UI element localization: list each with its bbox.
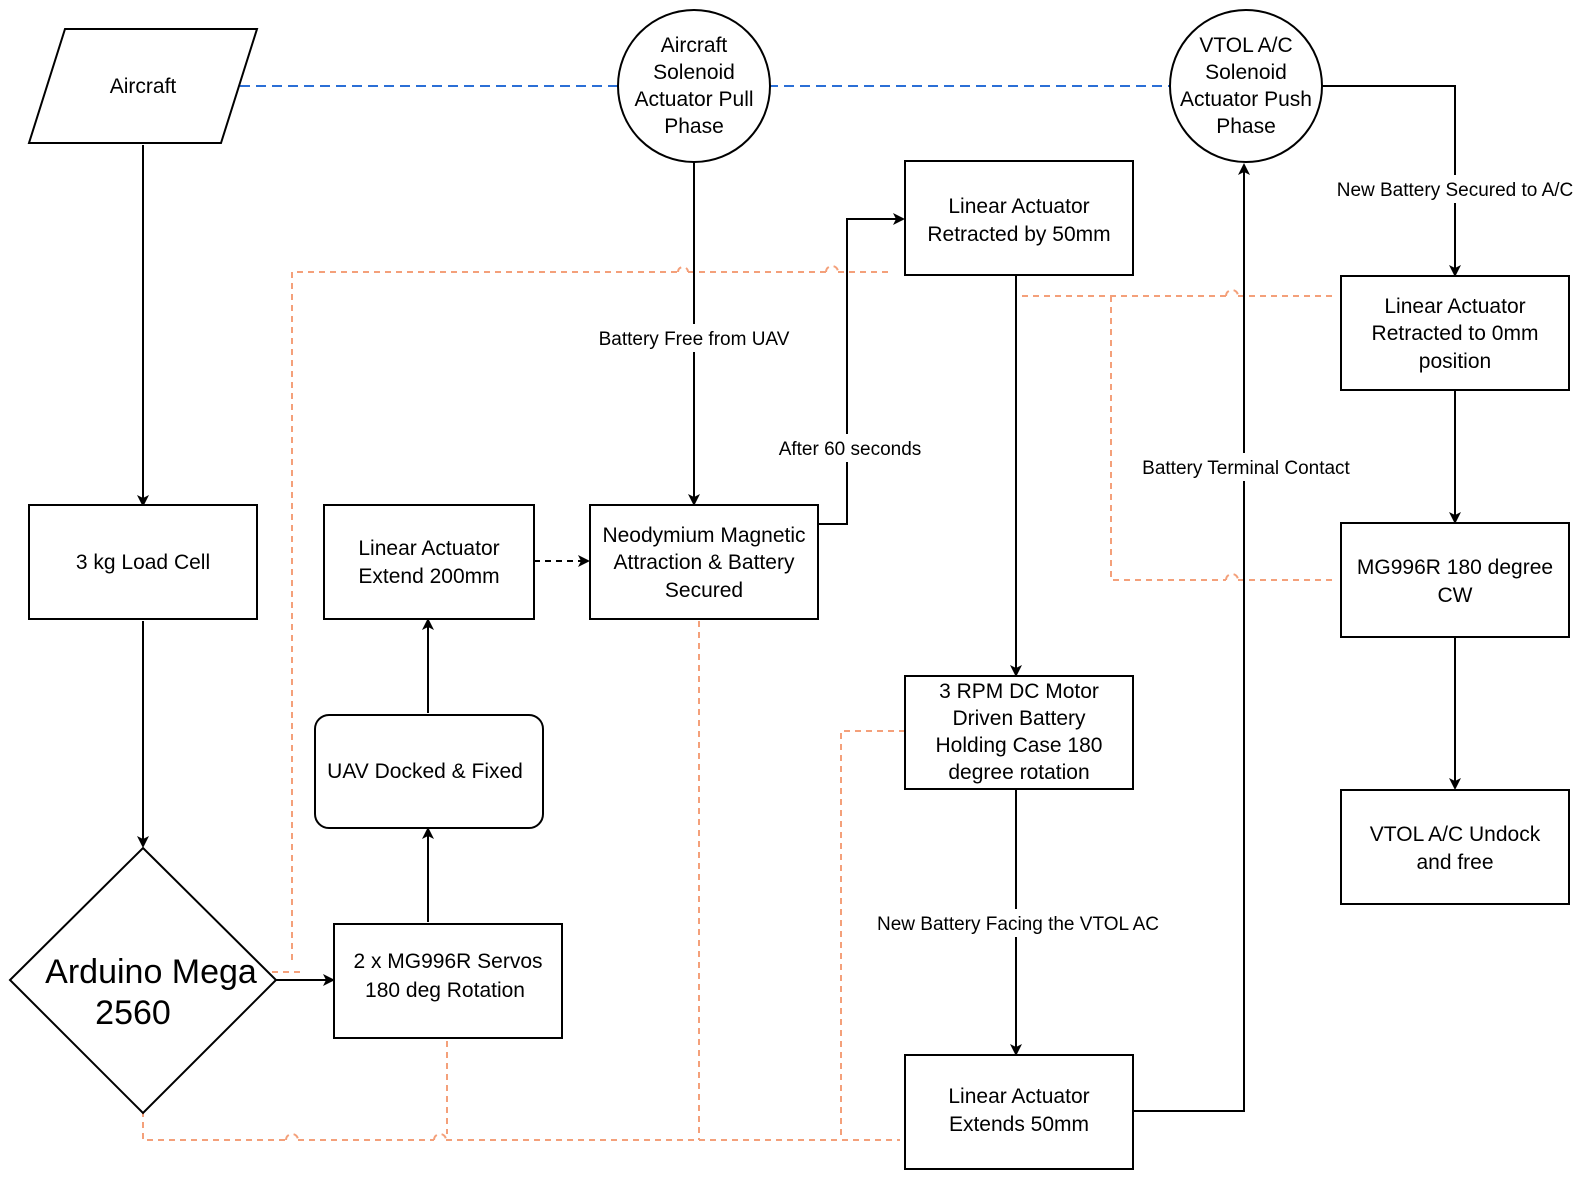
svg-text:Aircraft: Aircraft xyxy=(110,75,177,98)
svg-text:After 60 seconds: After 60 seconds xyxy=(779,439,922,460)
svg-text:MG996R 180 degree: MG996R 180 degree xyxy=(1357,556,1553,579)
svg-text:3 RPM DC Motor: 3 RPM DC Motor xyxy=(939,680,1099,703)
svg-text:VTOL A/C: VTOL A/C xyxy=(1199,34,1292,57)
control-wiring xyxy=(142,265,1336,1141)
svg-text:Solenoid: Solenoid xyxy=(653,61,735,84)
svg-text:Extends 50mm: Extends 50mm xyxy=(949,1113,1089,1136)
svg-text:Phase: Phase xyxy=(664,115,724,138)
edge-label-new-battery-secured: New Battery Secured to A/C xyxy=(1323,175,1585,203)
svg-text:3 kg Load Cell: 3 kg Load Cell xyxy=(76,551,210,574)
svg-text:New Battery Secured to A/C: New Battery Secured to A/C xyxy=(1337,180,1574,201)
svg-text:Actuator Pull: Actuator Pull xyxy=(634,88,753,111)
svg-text:Extend 200mm: Extend 200mm xyxy=(358,565,499,588)
svg-text:Linear Actuator: Linear Actuator xyxy=(358,537,499,560)
edge-extends50-to-push xyxy=(1130,163,1250,1112)
svg-text:2 x MG996R Servos: 2 x MG996R Servos xyxy=(353,950,542,973)
svg-text:CW: CW xyxy=(1438,584,1473,607)
svg-text:Neodymium Magnetic: Neodymium Magnetic xyxy=(602,524,805,547)
svg-text:Linear Actuator: Linear Actuator xyxy=(948,195,1089,218)
edge-label-battery-terminal: Battery Terminal Contact xyxy=(1132,453,1360,481)
svg-text:Retracted to 0mm: Retracted to 0mm xyxy=(1372,322,1539,345)
edge-label-after-60: After 60 seconds xyxy=(770,434,928,462)
svg-text:Solenoid: Solenoid xyxy=(1205,61,1287,84)
edge-neodymium-to-retracted50 xyxy=(818,213,905,525)
node-dc-motor: 3 RPM DC Motor Driven Battery Holding Ca… xyxy=(904,675,1134,790)
svg-text:Linear Actuator: Linear Actuator xyxy=(948,1085,1089,1108)
svg-text:Battery Terminal Contact: Battery Terminal Contact xyxy=(1142,458,1350,479)
node-load-cell: 3 kg Load Cell xyxy=(28,504,258,620)
node-servos: 2 x MG996R Servos 180 deg Rotation xyxy=(333,923,563,1039)
svg-text:Attraction & Battery: Attraction & Battery xyxy=(614,551,795,574)
svg-text:Actuator Push: Actuator Push xyxy=(1180,88,1312,111)
svg-text:Aircraft: Aircraft xyxy=(661,34,728,57)
node-retracted-50: Linear Actuator Retracted by 50mm xyxy=(904,160,1134,276)
svg-text:Battery Free from UAV: Battery Free from UAV xyxy=(599,329,790,350)
svg-text:180 deg Rotation: 180 deg Rotation xyxy=(365,979,525,1002)
node-undock: VTOL A/C Undock and free xyxy=(1340,789,1570,905)
svg-text:2560: 2560 xyxy=(95,994,171,1032)
svg-text:Holding Case 180: Holding Case 180 xyxy=(936,734,1103,757)
node-push-phase: VTOL A/C Solenoid Actuator Push Phase xyxy=(1169,9,1323,163)
node-mg996r-cw: MG996R 180 degree CW xyxy=(1340,522,1570,638)
edge-push-to-retracted0 xyxy=(1320,85,1461,277)
node-uav-docked: UAV Docked & Fixed xyxy=(314,714,544,829)
svg-text:Linear Actuator: Linear Actuator xyxy=(1384,295,1525,318)
node-neodymium: Neodymium Magnetic Attraction & Battery … xyxy=(589,504,819,620)
svg-text:and free: and free xyxy=(1416,851,1493,874)
node-pull-phase: Aircraft Solenoid Actuator Pull Phase xyxy=(617,9,771,163)
node-extend-200: Linear Actuator Extend 200mm xyxy=(323,504,535,620)
svg-text:Driven Battery: Driven Battery xyxy=(952,707,1086,730)
node-arduino: Arduino Mega 2560 xyxy=(8,846,278,1115)
svg-text:position: position xyxy=(1419,350,1491,373)
edge-label-battery-free: Battery Free from UAV xyxy=(588,324,800,352)
edge-label-new-battery-facing: New Battery Facing the VTOL AC xyxy=(862,909,1172,937)
node-extends-50: Linear Actuator Extends 50mm xyxy=(904,1054,1134,1170)
svg-text:Phase: Phase xyxy=(1216,115,1276,138)
svg-text:New Battery Facing the VTOL AC: New Battery Facing the VTOL AC xyxy=(877,914,1159,935)
node-aircraft: Aircraft xyxy=(27,28,259,144)
svg-text:Arduino Mega: Arduino Mega xyxy=(45,953,257,991)
svg-text:UAV Docked & Fixed: UAV Docked & Fixed xyxy=(327,760,523,783)
node-retracted-0: Linear Actuator Retracted to 0mm positio… xyxy=(1340,275,1570,391)
svg-text:Secured: Secured xyxy=(665,579,743,602)
svg-text:VTOL A/C Undock: VTOL A/C Undock xyxy=(1370,823,1541,846)
svg-text:degree rotation: degree rotation xyxy=(948,761,1089,784)
svg-text:Retracted by 50mm: Retracted by 50mm xyxy=(927,223,1110,246)
